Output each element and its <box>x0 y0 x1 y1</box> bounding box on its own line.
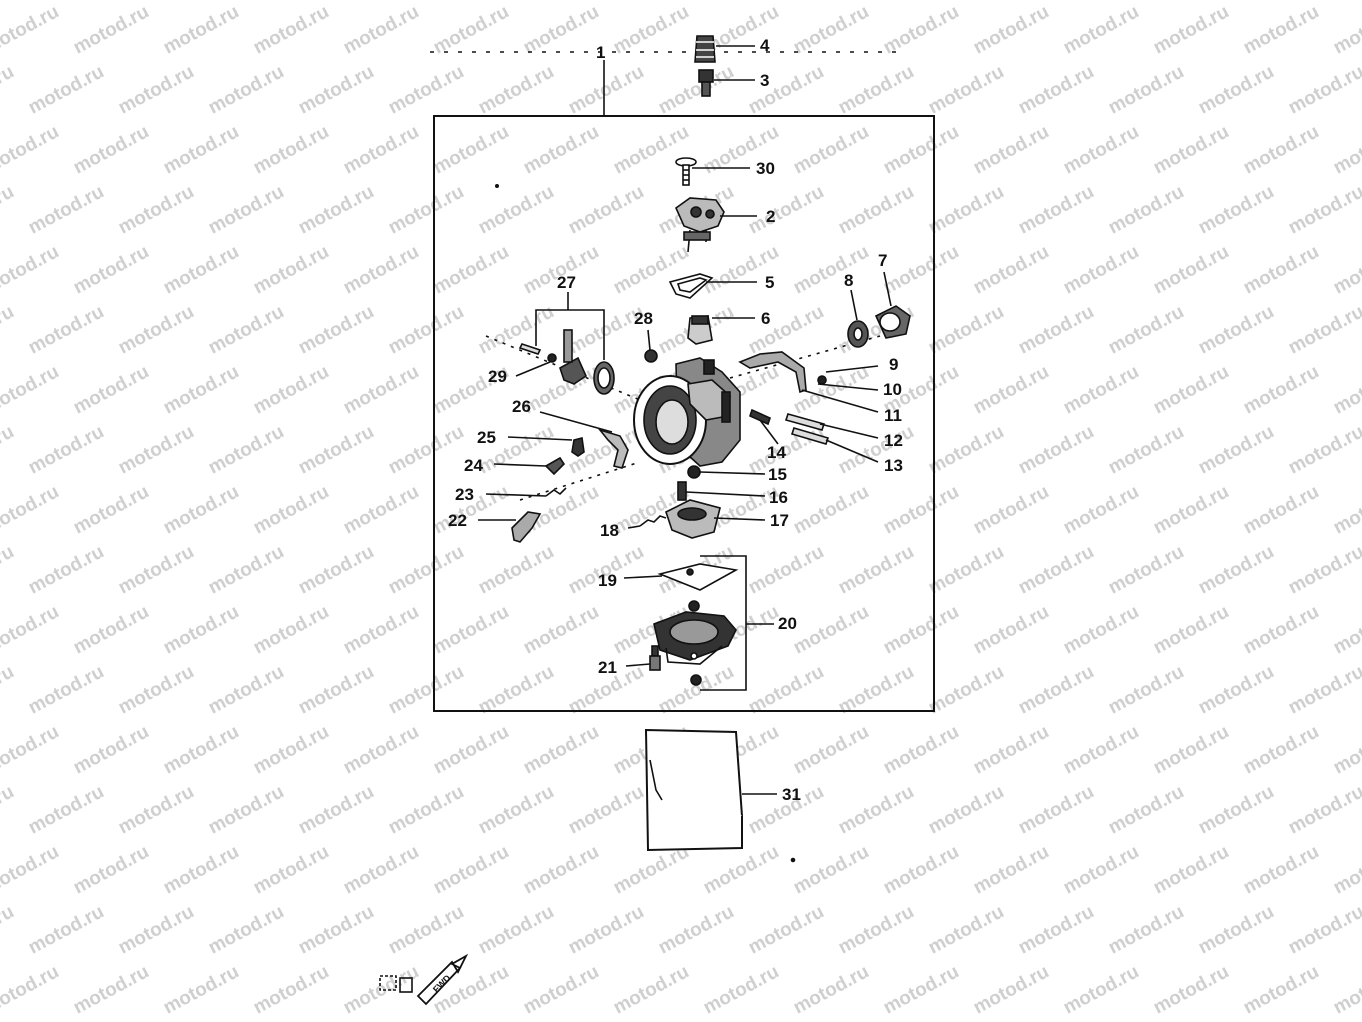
part-24-screw <box>544 456 566 476</box>
callout-22: 22 <box>448 511 467 530</box>
callout-20: 20 <box>778 614 797 633</box>
leader-28 <box>647 329 651 351</box>
callout-24: 24 <box>464 456 483 475</box>
callout-4: 4 <box>760 36 770 55</box>
leader-8 <box>850 289 858 321</box>
callout-3: 3 <box>760 71 769 90</box>
leader-21 <box>625 663 651 667</box>
part-12-screw <box>784 413 826 431</box>
leader-29 <box>515 361 551 377</box>
part-19-gasket <box>657 563 739 612</box>
leader-16 <box>685 491 766 497</box>
part-6-float <box>687 315 713 345</box>
leader-7 <box>883 271 892 307</box>
part-14-pin <box>749 408 771 426</box>
leader-18 <box>627 525 641 529</box>
callout-2: 2 <box>766 207 775 226</box>
callout-11: 11 <box>884 406 902 425</box>
leader-23 <box>485 493 547 497</box>
callout-6: 6 <box>761 309 770 328</box>
leader-19 <box>623 575 663 579</box>
part-22-lever <box>511 511 542 543</box>
callout-13: 13 <box>884 456 903 475</box>
part-27-throttle-assembly <box>559 329 615 395</box>
leader-12 <box>819 423 879 439</box>
callout-14: 14 <box>767 443 786 462</box>
callout-26: 26 <box>512 397 531 416</box>
callout-18: 18 <box>600 521 619 540</box>
part-5-gasket <box>668 273 714 299</box>
part-4-cap <box>694 35 716 63</box>
part-9-washer <box>817 375 827 385</box>
callout-15: 15 <box>768 465 787 484</box>
part-26-link <box>597 428 629 469</box>
callout-17: 17 <box>770 511 789 530</box>
part-3-plug <box>698 69 714 97</box>
part-17-insert <box>665 499 721 539</box>
callout-8: 8 <box>844 271 853 290</box>
part-31-parts-bag <box>644 728 744 852</box>
callout-25: 25 <box>477 428 496 447</box>
callout-28: 28 <box>634 309 653 328</box>
leader-17 <box>713 517 766 521</box>
leader-13 <box>825 439 879 463</box>
assembly-frame <box>433 115 935 712</box>
part-21-drain-screw <box>649 645 661 671</box>
part-18-spring <box>639 515 667 527</box>
callout-labels: 1 2 3 4 5 6 7 8 9 10 11 12 13 14 15 16 1… <box>431 36 903 994</box>
callout-16: 16 <box>769 488 788 507</box>
leader-14 <box>759 419 779 445</box>
callout-29: 29 <box>488 367 507 386</box>
part-16-needle <box>677 481 687 501</box>
part-30-screw <box>675 157 697 186</box>
leader-9 <box>825 365 879 373</box>
callout-23: 23 <box>455 485 474 504</box>
part-20-float-bowl <box>653 611 737 686</box>
leader-10 <box>817 383 879 391</box>
callout-1: 1 <box>596 43 605 62</box>
part-8-ring <box>847 320 869 348</box>
part-7-cap <box>874 305 911 339</box>
leader-11 <box>801 389 879 413</box>
part-28-nut <box>644 349 658 363</box>
callout-9: 9 <box>889 355 898 374</box>
part-13-screw <box>790 427 830 445</box>
leader-25 <box>507 436 573 441</box>
callout-27: 27 <box>557 273 576 292</box>
callout-12: 12 <box>884 431 903 450</box>
leader-15 <box>699 471 766 475</box>
callout-21: 21 <box>598 658 617 677</box>
callout-5: 5 <box>765 273 774 292</box>
leader-24 <box>493 463 547 467</box>
callout-30: 30 <box>756 159 775 178</box>
part-29-screw <box>518 343 557 363</box>
leader-26 <box>539 411 613 433</box>
part-23-spring <box>545 487 567 497</box>
bracket-20 <box>700 555 747 691</box>
stray-dot <box>494 184 499 189</box>
fwd-arrow-icon <box>379 953 469 1006</box>
axis-line-lower <box>519 461 641 501</box>
callout-7: 7 <box>878 251 887 270</box>
callout-10: 10 <box>883 380 902 399</box>
bracket-27 <box>535 309 605 360</box>
callout-19: 19 <box>598 571 617 590</box>
callout-31: 31 <box>782 785 801 804</box>
stray-dot <box>790 857 796 863</box>
part-2-top-cover <box>675 197 725 253</box>
part-15-jet <box>687 465 701 479</box>
carburetor-body <box>633 357 741 467</box>
part-25-clip <box>571 437 585 457</box>
